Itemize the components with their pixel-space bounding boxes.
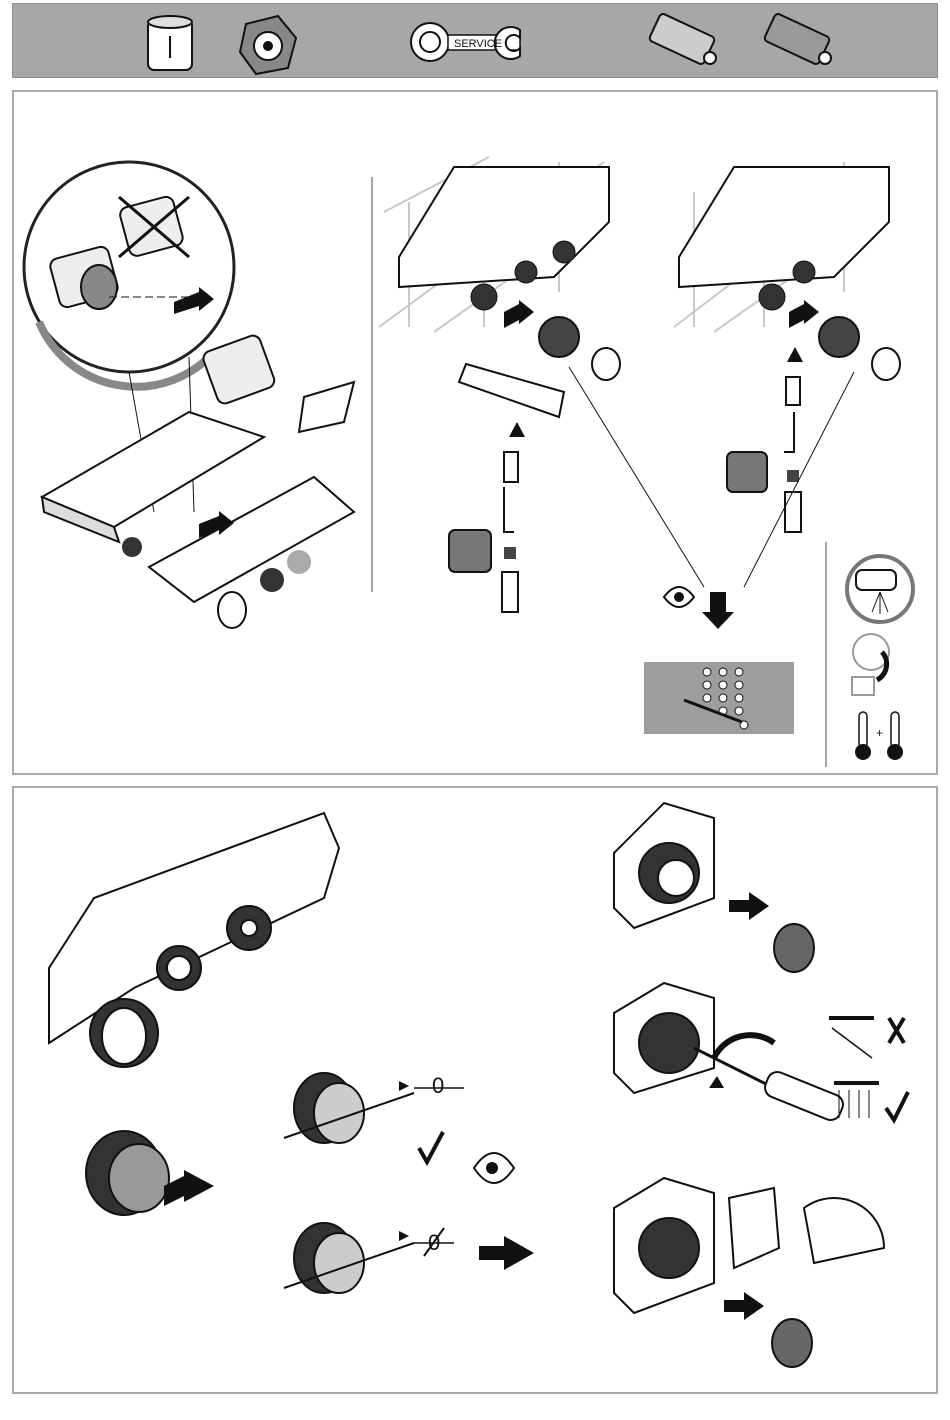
gap-ok-step: 0 — [284, 1073, 514, 1183]
adjustment-drawing: 0 0 — [14, 788, 936, 1392]
arrow-right-icon — [479, 1236, 534, 1270]
water-spray-icon — [834, 1083, 908, 1120]
header-icons: SERVICE — [13, 4, 939, 79]
adjustment-steps-panel: 0 0 — [12, 786, 938, 1394]
aerator-spray-icon — [847, 556, 913, 622]
circular-detail-zoom — [24, 162, 234, 387]
service-label: SERVICE — [454, 38, 502, 50]
header-icon-bar: SERVICE — [12, 3, 938, 78]
cartridge-sleeve-icon — [148, 16, 192, 70]
gap-not-ok-step: 0 — [284, 1223, 534, 1293]
middle-assembly — [379, 157, 620, 612]
checkmark-icon — [419, 1132, 443, 1162]
svg-text:+: + — [876, 726, 883, 740]
reassemble-step — [614, 1178, 884, 1367]
right-assembly — [674, 162, 900, 532]
eye-inspect-icon — [664, 587, 734, 629]
filter-cleaning-icon — [852, 634, 889, 695]
thermostat-body — [49, 813, 339, 1067]
knob-press-step — [86, 1131, 214, 1215]
service-wrench-icon: SERVICE — [411, 23, 520, 61]
thermostat-cartridge-icon — [648, 13, 716, 66]
cartridge-clip-icon — [240, 16, 296, 74]
screwdriver-step — [614, 983, 908, 1123]
cross-icon — [829, 1018, 904, 1058]
gap-ok-label: 0 — [432, 1073, 444, 1098]
installation-drawing: + — [14, 92, 936, 773]
thermostat-cartridge-alt-icon — [763, 13, 831, 66]
thermometer-icon: + — [855, 712, 903, 760]
installation-steps-panel: + — [12, 90, 938, 775]
eye-icon — [474, 1153, 514, 1183]
remove-cap-step — [614, 803, 814, 972]
